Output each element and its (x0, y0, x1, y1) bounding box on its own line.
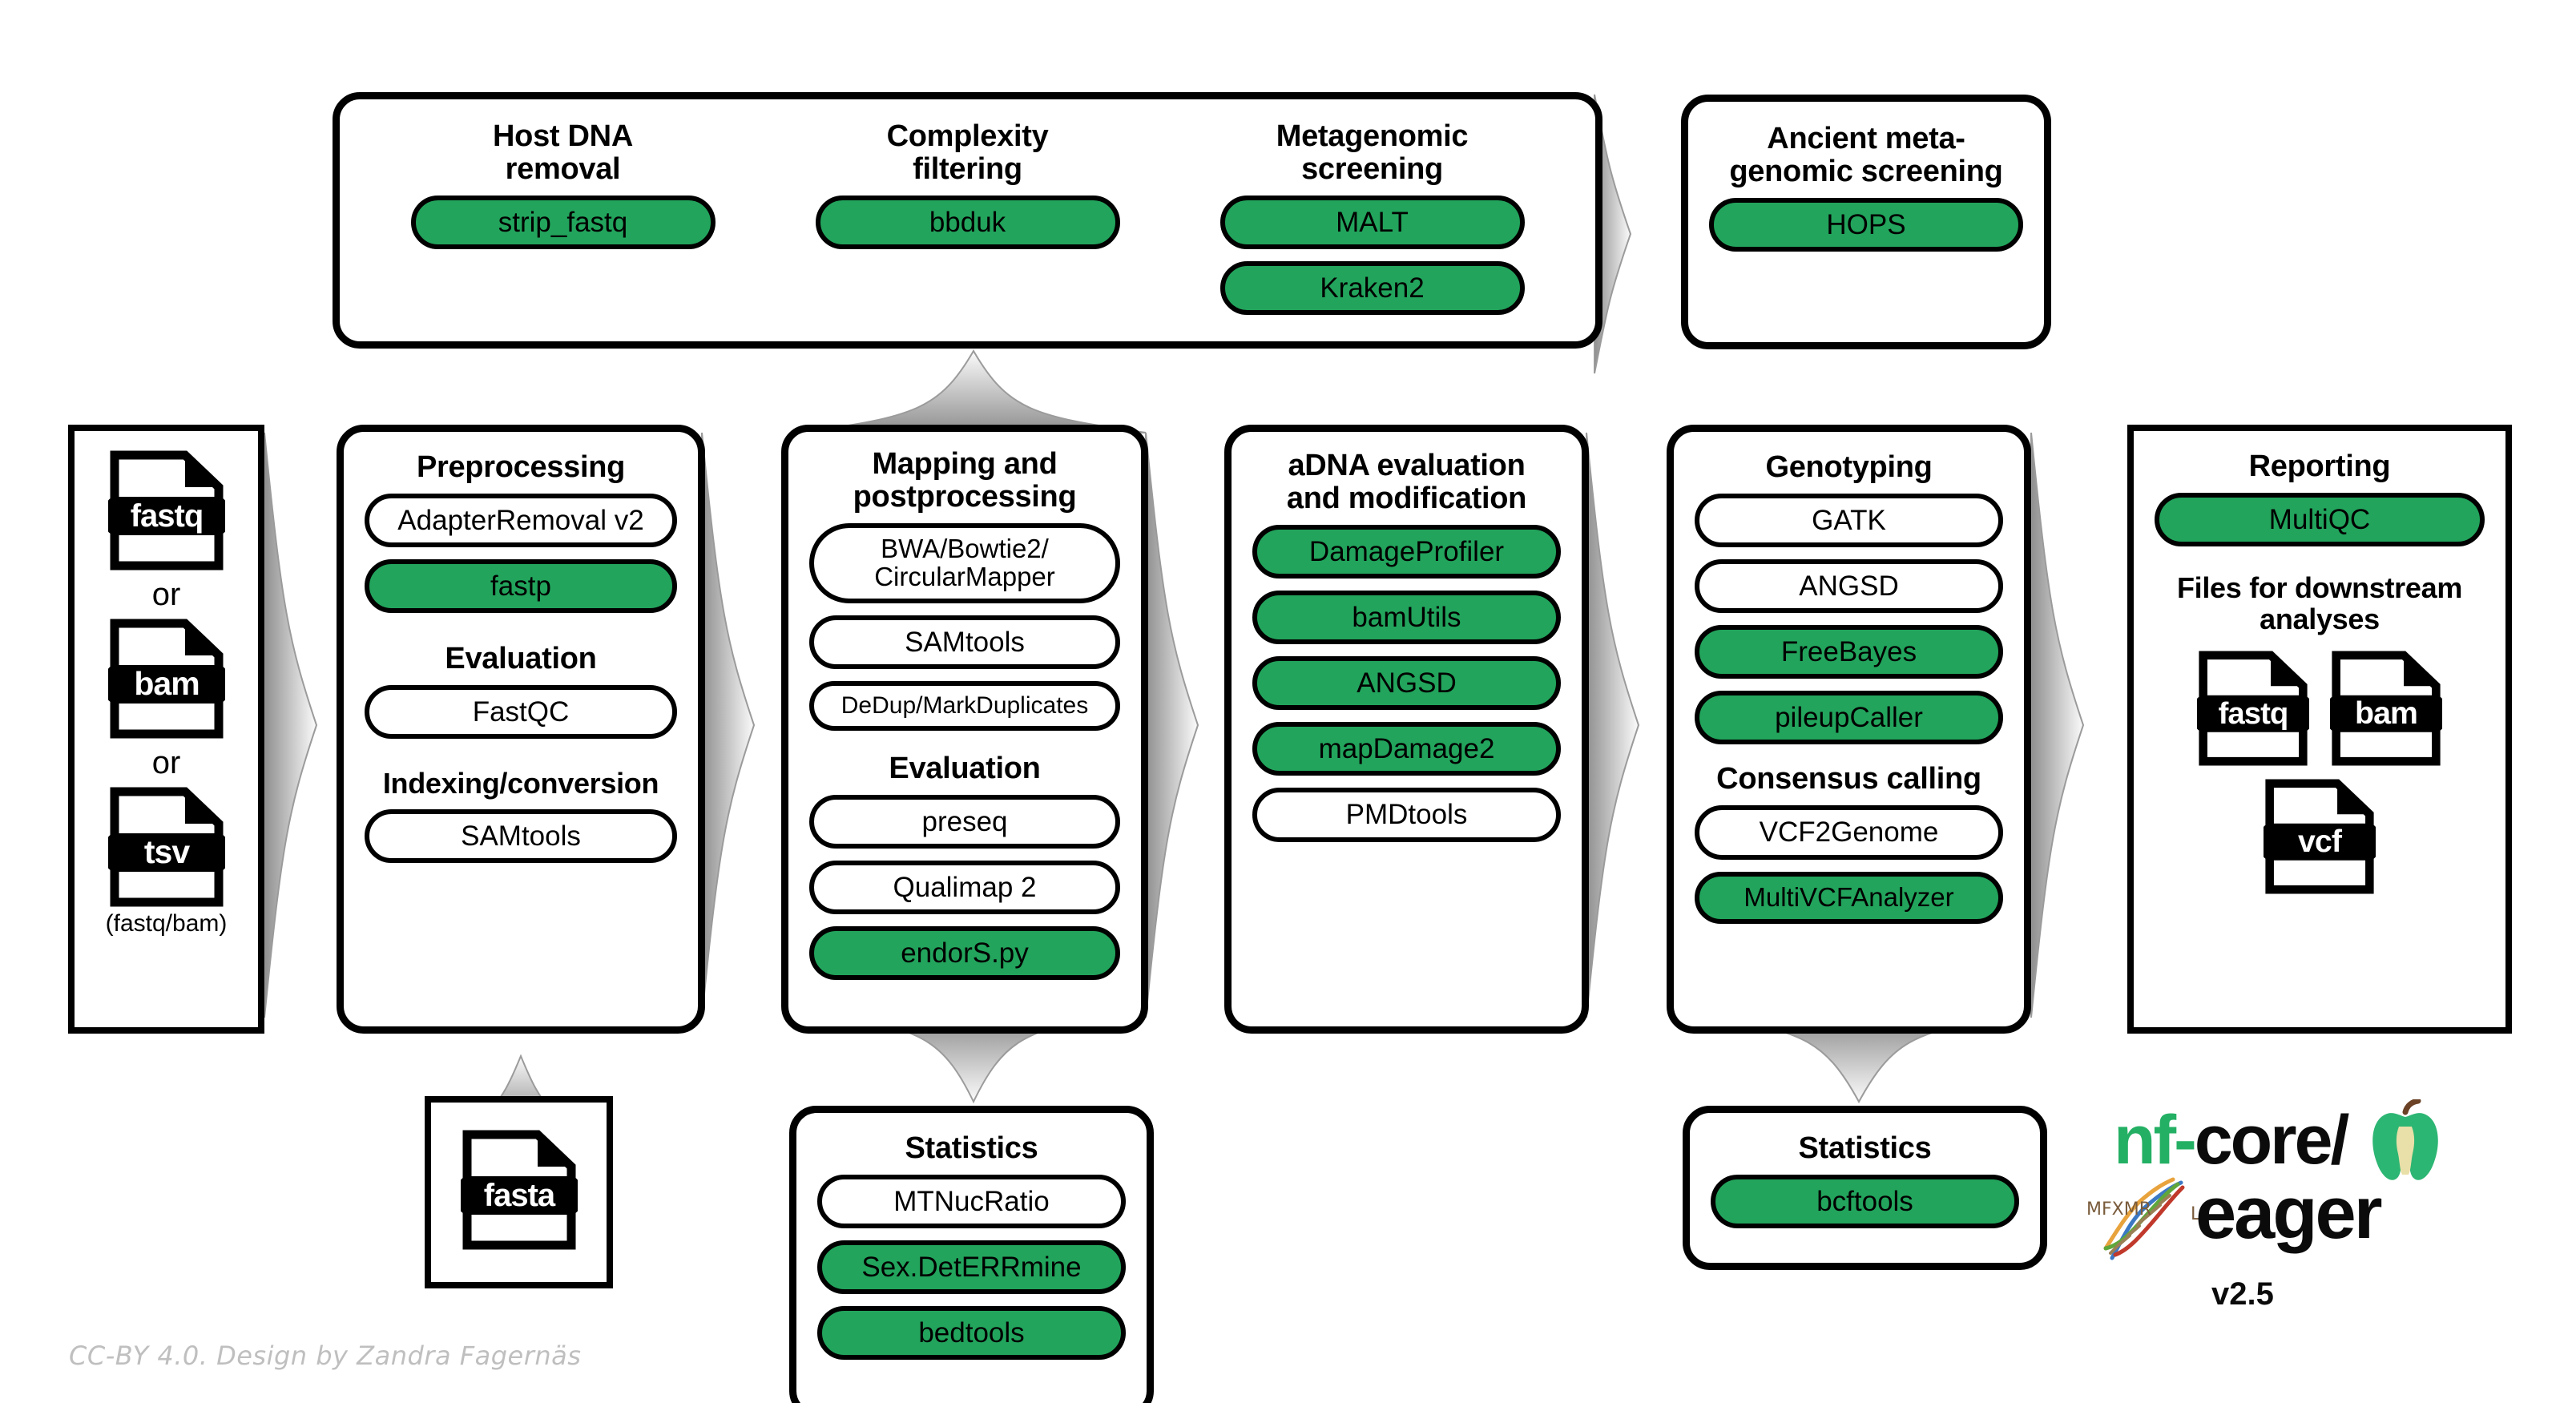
group-title: Metagenomic screening (1276, 119, 1469, 187)
or-label-1: or (151, 577, 181, 612)
logo-text-core: core/ (2194, 1102, 2350, 1179)
tool-pill-adapterremoval-v2[interactable]: AdapterRemoval v2 (365, 494, 677, 548)
tool-pill-fastqc[interactable]: FastQC (365, 685, 677, 740)
tool-pill-kraken2[interactable]: Kraken2 (1219, 261, 1525, 316)
arrow-adna-to-genotyping (1586, 432, 1640, 1018)
subsection-title-indexing: Indexing/conversion (382, 767, 659, 800)
tool-pill-samtools-preprocessing[interactable]: SAMtools (365, 809, 677, 864)
arrow-genotyping-to-reporting (2030, 432, 2085, 1018)
panel-title: Statistics (905, 1131, 1038, 1165)
file-icon-fastq: fastq (107, 450, 225, 570)
tool-pill-angsd-adna[interactable]: ANGSD (1252, 656, 1561, 711)
dna-helix-icon: MFXMR L (2086, 1177, 2201, 1260)
file-icon-tsv: tsv (107, 787, 225, 907)
tool-pill-bcftools[interactable]: bcftools (1711, 1175, 2019, 1229)
tool-pill-pmdtools[interactable]: PMDtools (1252, 788, 1561, 842)
tool-pill-mapdamage2[interactable]: mapDamage2 (1252, 722, 1561, 776)
tool-pill-multiqc[interactable]: MultiQC (2155, 493, 2485, 547)
panel-adna-evaluation: aDNA evaluation and modification DamageP… (1224, 425, 1589, 1034)
panel-title: Ancient meta- genomic screening (1729, 122, 2003, 189)
logo-line-nf-core: nf-core/ (2114, 1106, 2349, 1175)
arrow-screening-to-ancient (1594, 94, 1632, 374)
arrow-mapping-to-top-container (800, 349, 1147, 433)
tool-pill-bwa-bowtie2-circularmapper[interactable]: BWA/Bowtie2/ CircularMapper (809, 523, 1120, 603)
file-icon-bam: bam (2330, 650, 2442, 767)
tool-pill-dedup-markduplicates[interactable]: DeDup/MarkDuplicates (809, 681, 1120, 731)
rune-text: MFXMR (2086, 1199, 2151, 1220)
tool-pill-strip-fastq[interactable]: strip_fastq (410, 196, 716, 250)
file-icon-fastq: fastq (2197, 650, 2309, 767)
arrow-preprocessing-to-mapping (701, 432, 756, 1018)
panel-title: Reporting (2248, 450, 2391, 483)
file-icon-fasta: fasta (460, 1130, 578, 1250)
tool-pill-mtnucratio[interactable]: MTNucRatio (817, 1175, 1126, 1229)
panel-input-files: fastq or bam or tsv (68, 425, 264, 1034)
panel-reporting: Reporting MultiQC Files for downstream a… (2127, 425, 2512, 1034)
downstream-file-row-1: fastq bam (2197, 650, 2442, 767)
file-icon-vcf: vcf (2264, 778, 2376, 895)
panel-title: Mapping and postprocessing (853, 447, 1077, 514)
subsection-title-evaluation: Evaluation (445, 642, 597, 676)
panel-title: Genotyping (1765, 450, 1933, 484)
tool-pill-endors-py[interactable]: endorS.py (809, 926, 1120, 981)
panel-reference-fasta: fasta (425, 1096, 613, 1288)
panel-mapping-postprocessing: Mapping and postprocessing BWA/Bowtie2/ … (781, 425, 1148, 1034)
tool-pill-bamutils[interactable]: bamUtils (1252, 591, 1561, 645)
tool-pill-samtools-mapping[interactable]: SAMtools (809, 615, 1120, 670)
arrow-input-to-preprocessing (264, 432, 318, 1018)
group-metagenomic-screening: Metagenomic screening MALT Kraken2 (1219, 117, 1525, 327)
panel-title: Preprocessing (416, 450, 626, 484)
group-complexity-filtering: Complexity filtering bbduk (815, 117, 1120, 261)
arrow-mapping-to-adna (1145, 432, 1199, 1018)
credit-text: CC-BY 4.0. Design by Zandra Fagernäs (69, 1341, 582, 1371)
subsection-title-evaluation: Evaluation (889, 751, 1041, 785)
rune-tail: L (2191, 1204, 2201, 1224)
tool-pill-malt[interactable]: MALT (1219, 196, 1525, 250)
svg-text:tsv: tsv (143, 833, 189, 870)
tool-pill-qualimap-2[interactable]: Qualimap 2 (809, 861, 1120, 915)
panel-title: Statistics (1798, 1131, 1932, 1165)
tool-pill-angsd-genotyping[interactable]: ANGSD (1695, 559, 2003, 614)
logo-version: v2.5 (2211, 1276, 2274, 1312)
svg-text:vcf: vcf (2298, 824, 2343, 859)
svg-text:bam: bam (2355, 695, 2417, 731)
downstream-file-row-2: vcf (2264, 778, 2376, 895)
logo-text-eager: eager (2195, 1172, 2382, 1254)
svg-text:fastq: fastq (130, 498, 203, 534)
tool-pill-multivcfanalyzer[interactable]: MultiVCFAnalyzer (1695, 871, 2003, 924)
tool-pill-gatk[interactable]: GATK (1695, 494, 2003, 548)
tool-pill-damageprofiler[interactable]: DamageProfiler (1252, 525, 1561, 579)
svg-text:bam: bam (134, 665, 199, 702)
subsection-title-downstream-files: Files for downstream analyses (2176, 571, 2463, 635)
input-note: (fastq/bam) (105, 910, 228, 937)
panel-title: aDNA evaluation and modification (1286, 449, 1527, 516)
top-screening-container: Host DNA removal strip_fastq Complexity … (333, 92, 1602, 349)
group-title: Host DNA removal (493, 119, 633, 187)
nf-core-eager-logo: nf-core/ MFXMR L (2086, 1099, 2500, 1354)
tool-pill-vcf2genome[interactable]: VCF2Genome (1695, 805, 2003, 860)
tool-pill-sex-determine[interactable]: Sex.DetERRmine (817, 1240, 1126, 1295)
group-host-dna-removal: Host DNA removal strip_fastq (410, 117, 716, 261)
apple-core-icon (2372, 1099, 2438, 1180)
or-label-2: or (151, 745, 181, 780)
tool-pill-pileupcaller[interactable]: pileupCaller (1695, 691, 2003, 745)
tool-pill-hops[interactable]: HOPS (1709, 198, 2023, 252)
panel-ancient-metagenomic-screening: Ancient meta- genomic screening HOPS (1681, 95, 2051, 349)
svg-text:fasta: fasta (483, 1178, 555, 1213)
tool-pill-fastp[interactable]: fastp (365, 559, 677, 614)
panel-preprocessing: Preprocessing AdapterRemoval v2 fastp Ev… (337, 425, 705, 1034)
subsection-title-consensus-calling: Consensus calling (1716, 762, 1981, 796)
tool-pill-bedtools[interactable]: bedtools (817, 1306, 1126, 1361)
panel-genotyping: Genotyping GATK ANGSD FreeBayes pileupCa… (1667, 425, 2031, 1034)
panel-statistics-mapping: Statistics MTNucRatio Sex.DetERRmine bed… (789, 1106, 1154, 1403)
file-icon-bam: bam (107, 619, 225, 739)
svg-text:fastq: fastq (2219, 696, 2288, 731)
tool-pill-freebayes[interactable]: FreeBayes (1695, 625, 2003, 679)
tool-pill-preseq[interactable]: preseq (809, 794, 1120, 849)
tool-pill-bbduk[interactable]: bbduk (815, 196, 1120, 250)
panel-statistics-genotyping: Statistics bcftools (1683, 1106, 2047, 1270)
group-title: Complexity filtering (886, 119, 1049, 187)
logo-text-nf: nf- (2114, 1102, 2197, 1179)
